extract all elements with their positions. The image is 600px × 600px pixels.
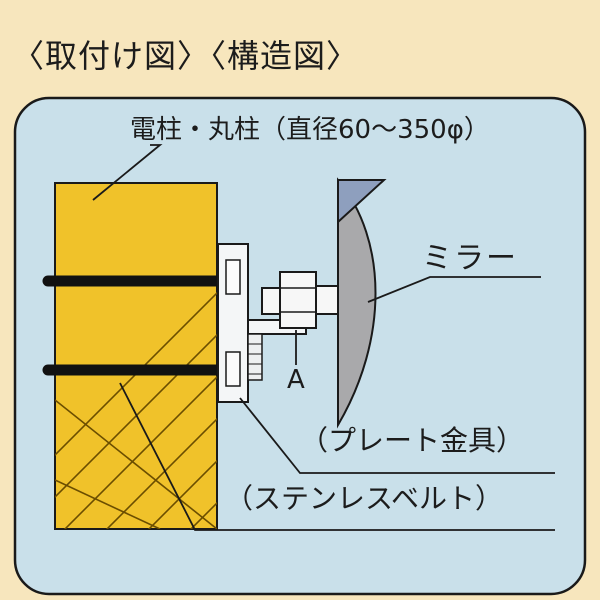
page-title: 〈取付け図〉〈構造図〉 xyxy=(12,37,360,75)
utility-pole xyxy=(54,182,218,530)
pole-label: 電柱・丸柱（直径60～350φ） xyxy=(130,115,490,145)
belt-leader-line xyxy=(119,382,555,531)
stainless-belt-label: （ステンレスベルト） xyxy=(225,482,504,515)
mirror-leader-line xyxy=(367,276,541,303)
stainless-belt xyxy=(42,275,238,376)
mirror-label: ミラー xyxy=(422,241,518,276)
plate-leader-line xyxy=(239,397,555,474)
mirror-clamp xyxy=(261,271,339,329)
part-a-label: A xyxy=(287,365,305,395)
pole-leader-line xyxy=(92,144,163,201)
mirror xyxy=(337,177,387,429)
plate-bracket-label: （プレート金具） xyxy=(300,424,525,457)
